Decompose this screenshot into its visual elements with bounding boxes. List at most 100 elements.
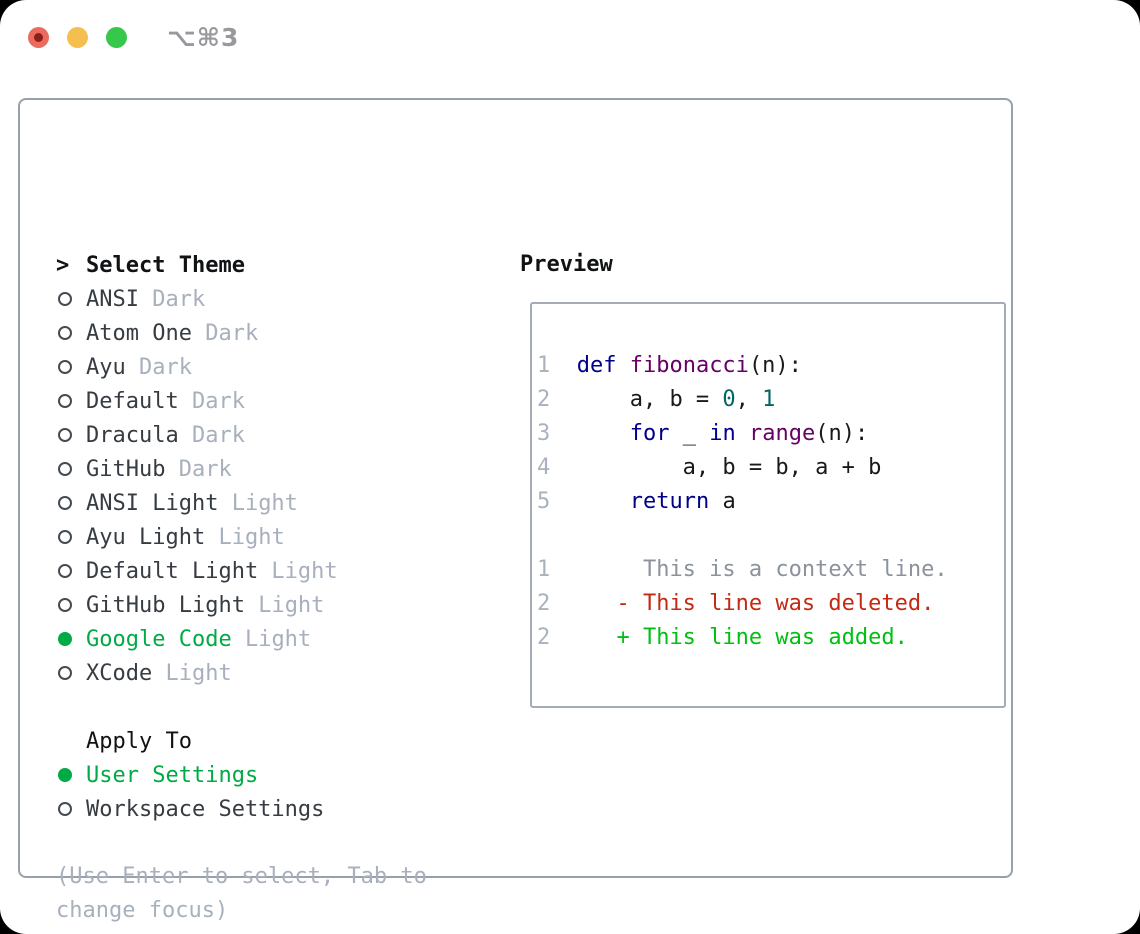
theme-option[interactable]: GitHub Light Light	[56, 588, 456, 622]
radio-unselected-icon	[56, 394, 86, 408]
spacer	[56, 690, 456, 724]
apply-option[interactable]: User Settings	[56, 758, 456, 792]
code-segment: _	[669, 421, 710, 446]
preview-code-line: 3 for _ in range(n):	[537, 417, 1004, 451]
preview-code-line: 1 This is a context line.	[537, 553, 1004, 587]
preview-code-line	[537, 519, 1004, 553]
theme-option[interactable]: Default Light Light	[56, 554, 456, 588]
code-segment: ,	[735, 387, 763, 412]
theme-variant: Dark	[178, 422, 245, 448]
radio-unselected-icon	[56, 292, 86, 306]
theme-variant: Dark	[178, 388, 245, 414]
code-segment: 0	[722, 387, 736, 412]
theme-variant: Dark	[138, 286, 206, 312]
apply-option[interactable]: Workspace Settings	[56, 792, 456, 826]
radio-unselected-icon	[56, 598, 86, 612]
code-segment: - This line was deleted.	[550, 591, 935, 616]
radio-unselected-icon	[56, 802, 86, 816]
code-segment	[550, 421, 629, 446]
line-number: 5	[537, 489, 551, 514]
theme-name: ANSI	[86, 286, 139, 312]
theme-variant: Dark	[125, 354, 192, 380]
window-title: ⌥⌘3	[167, 23, 240, 52]
theme-name: Default	[86, 388, 179, 414]
code-segment	[550, 489, 629, 514]
code-segment: (n):	[748, 353, 802, 378]
select-theme-title: Select Theme	[86, 252, 245, 278]
code-segment: for	[629, 421, 670, 446]
code-segment	[736, 421, 749, 446]
theme-variant: Light	[152, 660, 232, 686]
theme-option[interactable]: ANSI Light Light	[56, 486, 456, 520]
radio-selected-icon	[56, 632, 86, 646]
theme-variant: Light	[205, 524, 285, 550]
minimize-button-icon[interactable]	[67, 27, 88, 48]
line-number: 2	[537, 387, 551, 412]
selection-cursor: >	[56, 252, 70, 278]
preview-code-line: 1 def fibonacci(n):	[537, 349, 1004, 383]
theme-option[interactable]: Ayu Light Light	[56, 520, 456, 554]
code-segment: a, b =	[550, 387, 723, 412]
preview-code-line: 2 + This line was added.	[537, 621, 1004, 655]
theme-name: Dracula	[86, 422, 179, 448]
preview-code-line: 2 a, b = 0, 1	[537, 383, 1004, 417]
apply-to-title: Apply To	[86, 728, 192, 754]
apply-to-header: Apply To	[56, 724, 456, 758]
apply-option-label: User Settings	[86, 762, 259, 788]
close-button-icon[interactable]	[28, 27, 49, 48]
preview-code-line: 2 - This line was deleted.	[537, 587, 1004, 621]
select-theme-header: > Select Theme	[56, 248, 456, 282]
theme-option[interactable]: GitHub Dark	[56, 452, 456, 486]
theme-option[interactable]: ANSI Dark	[56, 282, 456, 316]
line-number: 3	[537, 421, 551, 446]
radio-unselected-icon	[56, 496, 86, 510]
zoom-button-icon[interactable]	[106, 27, 127, 48]
code-segment: (n):	[815, 421, 869, 446]
theme-name: Ayu	[86, 354, 126, 380]
theme-name: GitHub Light	[86, 592, 245, 618]
theme-variant: Dark	[165, 456, 232, 482]
theme-option[interactable]: Dracula Dark	[56, 418, 456, 452]
code-segment: fibonacci	[629, 353, 749, 378]
theme-variant: Light	[218, 490, 298, 516]
code-segment: range	[748, 421, 816, 446]
theme-option[interactable]: Default Dark	[56, 384, 456, 418]
theme-option[interactable]: Google Code Light	[56, 622, 456, 656]
line-number: 2	[537, 625, 551, 650]
code-segment: a	[709, 489, 736, 514]
theme-name: Default Light	[86, 558, 259, 584]
keyboard-hint: (Use Enter to select, Tab to change focu…	[56, 864, 427, 923]
apply-option-label: Workspace Settings	[86, 796, 325, 822]
theme-name: GitHub	[86, 456, 166, 482]
theme-name: Google Code	[86, 626, 232, 652]
theme-option[interactable]: Atom One Dark	[56, 316, 456, 350]
code-segment: in	[709, 421, 736, 446]
code-segment: def	[576, 353, 630, 378]
line-number: 4	[537, 455, 551, 480]
theme-variant: Light	[231, 626, 312, 652]
theme-option[interactable]: XCode Light	[56, 656, 456, 690]
preview-code-line: 5 return a	[537, 485, 1004, 519]
code-segment	[550, 353, 577, 378]
radio-unselected-icon	[56, 360, 86, 374]
code-segment: a, b = b, a + b	[550, 455, 882, 480]
line-number: 2	[537, 591, 551, 616]
code-segment: This is a context line.	[550, 557, 948, 582]
theme-name: ANSI Light	[86, 490, 219, 516]
radio-unselected-icon	[56, 428, 86, 442]
theme-variant: Dark	[191, 320, 259, 346]
theme-name: Ayu Light	[86, 524, 206, 550]
radio-selected-icon	[56, 768, 86, 782]
theme-variant: Light	[244, 592, 325, 618]
radio-unselected-icon	[56, 326, 86, 340]
theme-variant: Light	[258, 558, 338, 584]
line-number: 1	[537, 557, 551, 582]
theme-name: XCode	[86, 660, 153, 686]
preview-code-line: 4 a, b = b, a + b	[537, 451, 1004, 485]
radio-unselected-icon	[56, 564, 86, 578]
theme-option[interactable]: Ayu Dark	[56, 350, 456, 384]
